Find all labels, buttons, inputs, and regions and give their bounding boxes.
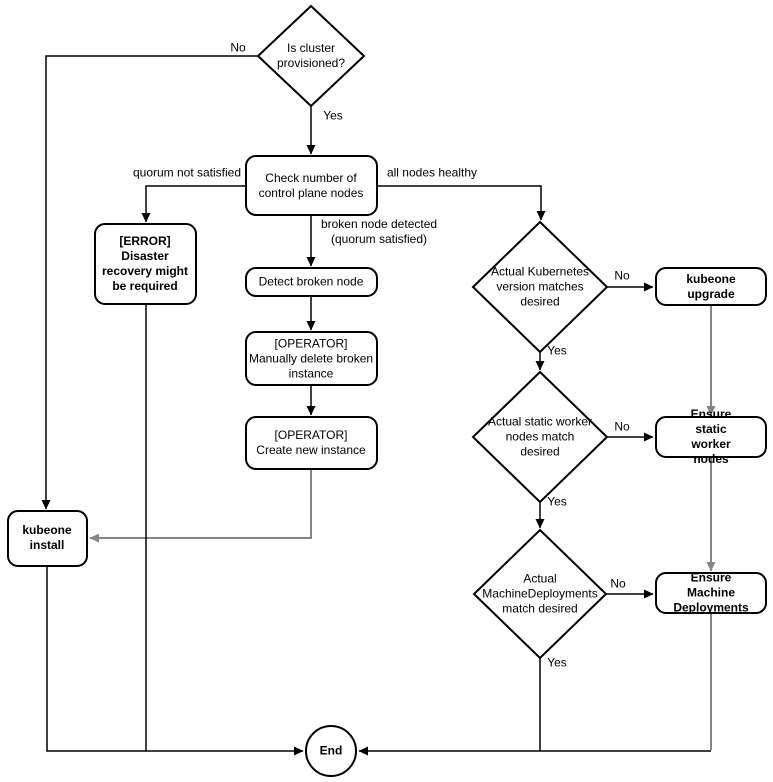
node-kubeone-upgrade (655, 267, 767, 306)
edge-provisioned-no (41, 55, 258, 510)
node-static-workers-match (471, 370, 609, 504)
node-detect-broken-node (245, 267, 378, 297)
edge-create-to-install (89, 469, 312, 543)
node-check-control-plane-nodes (245, 155, 378, 216)
node-end (305, 725, 357, 777)
node-manually-delete-broken-instance (245, 331, 378, 386)
node-create-new-instance (245, 416, 378, 470)
node-kubeone-install (7, 510, 88, 567)
edge-quorum-not-satisfied (141, 185, 246, 223)
node-ensure-static-worker-nodes (655, 416, 767, 458)
node-is-cluster-provisioned (256, 4, 366, 108)
edge-install-to-end (46, 566, 304, 756)
node-k8s-version-matches (471, 220, 609, 354)
node-error-disaster-recovery (94, 223, 197, 305)
node-machinedeployments-match (472, 528, 608, 660)
node-ensure-machine-deployments (655, 572, 767, 614)
edge-all-nodes-healthy (377, 185, 546, 221)
